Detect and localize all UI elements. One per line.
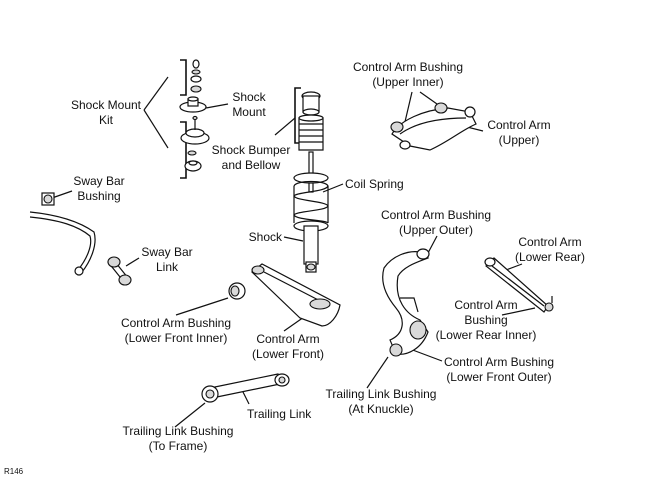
label-trailing-link: Trailing Link xyxy=(247,407,312,421)
trailing-link xyxy=(201,373,290,403)
shock-mount-kit-parts xyxy=(179,59,210,172)
leader-lines xyxy=(51,59,536,428)
label-coil-spring: Coil Spring xyxy=(345,177,404,191)
label-control-arm-bushing-lower-front-inner: Control Arm Bushing(Lower Front Inner) xyxy=(120,316,232,345)
label-control-arm-lower-front: Control Arm(Lower Front) xyxy=(251,332,325,361)
label-trailing-link-bushing-knuckle: Trailing Link Bushing(At Knuckle) xyxy=(325,387,437,416)
upper-control-arm xyxy=(390,102,477,151)
sway-bar xyxy=(29,192,132,286)
shock-and-spring xyxy=(293,151,329,273)
label-trailing-link-bushing-frame: Trailing Link Bushing(To Frame) xyxy=(122,424,234,453)
label-control-arm-bushing-lower-front-outer: Control Arm Bushing(Lower Front Outer) xyxy=(443,355,555,384)
diagram-code: R146 xyxy=(4,467,24,476)
label-control-arm-bushing-upper-outer: Control Arm Bushing(Upper Outer) xyxy=(380,208,492,237)
shock-bumper-bellow xyxy=(298,91,324,151)
label-control-arm-bushing-upper-inner: Control Arm Bushing(Upper Inner) xyxy=(352,60,464,89)
label-shock: Shock xyxy=(248,230,282,244)
label-control-arm-upper: Control Arm(Upper) xyxy=(487,118,551,147)
label-control-arm-lower-rear: Control Arm(Lower Rear) xyxy=(514,235,586,264)
lower-front-control-arm xyxy=(228,263,341,327)
lower-rear-control-arm xyxy=(484,257,554,313)
steering-knuckle xyxy=(382,248,430,357)
